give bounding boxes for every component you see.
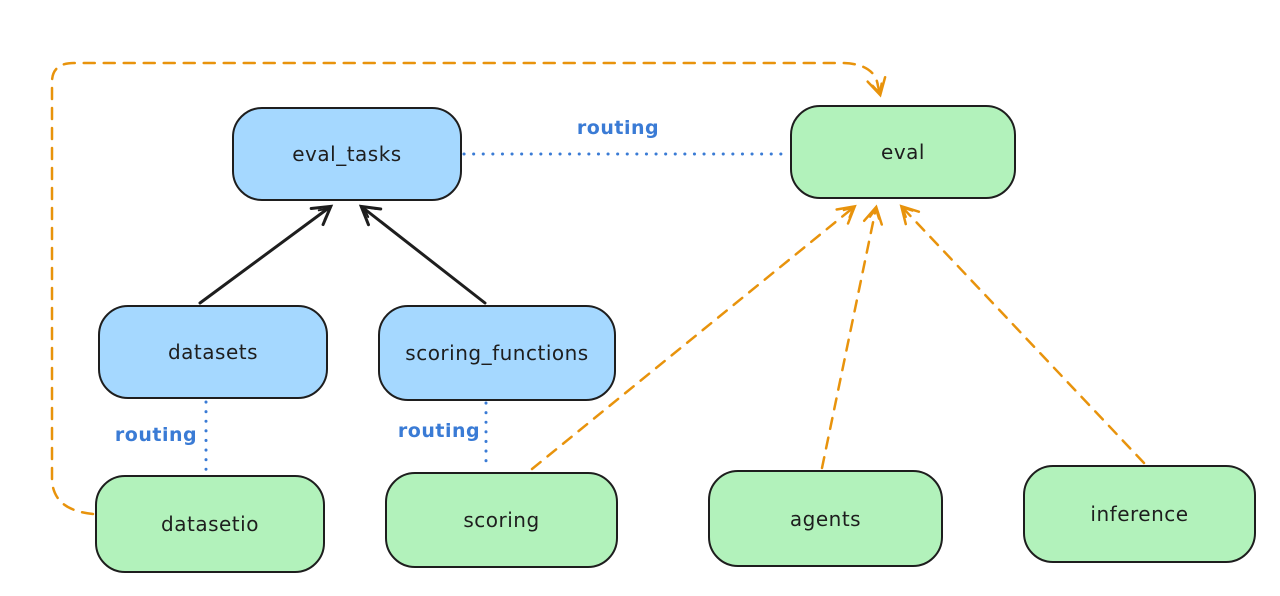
edge-inference-to-eval [899, 204, 1146, 465]
node-inference: inference [1023, 465, 1256, 563]
node-scoring-functions: scoring_functions [378, 305, 616, 401]
edge-scoring-functions-to-eval-tasks [358, 204, 487, 305]
node-agents-label: agents [789, 506, 862, 531]
node-scoring-label: scoring [463, 508, 540, 532]
routing-label-datasets-datasetio: routing [114, 424, 198, 446]
node-datasetio: datasetio [95, 475, 325, 573]
edge-agents-to-eval [820, 204, 884, 470]
edge-scoring-to-eval [530, 204, 857, 471]
node-eval: eval [790, 105, 1016, 199]
node-datasets: datasets [98, 305, 328, 399]
node-eval-tasks-label: eval_tasks [292, 142, 402, 166]
edge-datasetio-to-eval [50, 61, 887, 516]
routing-label-eval-tasks-eval: routing [576, 117, 660, 139]
node-inference-label: inference [1090, 502, 1189, 526]
node-eval-label: eval [881, 140, 925, 164]
node-datasets-label: datasets [167, 340, 259, 364]
routing-label-scoring-functions-scoring: routing [397, 420, 481, 442]
edge-datasets-to-eval-tasks [198, 204, 334, 305]
node-scoring: scoring [385, 472, 618, 568]
node-eval-tasks: eval_tasks [232, 107, 462, 201]
node-agents: agents [708, 470, 943, 567]
node-datasetio-label: datasetio [161, 512, 259, 536]
node-scoring-functions-label: scoring_functions [405, 341, 589, 365]
